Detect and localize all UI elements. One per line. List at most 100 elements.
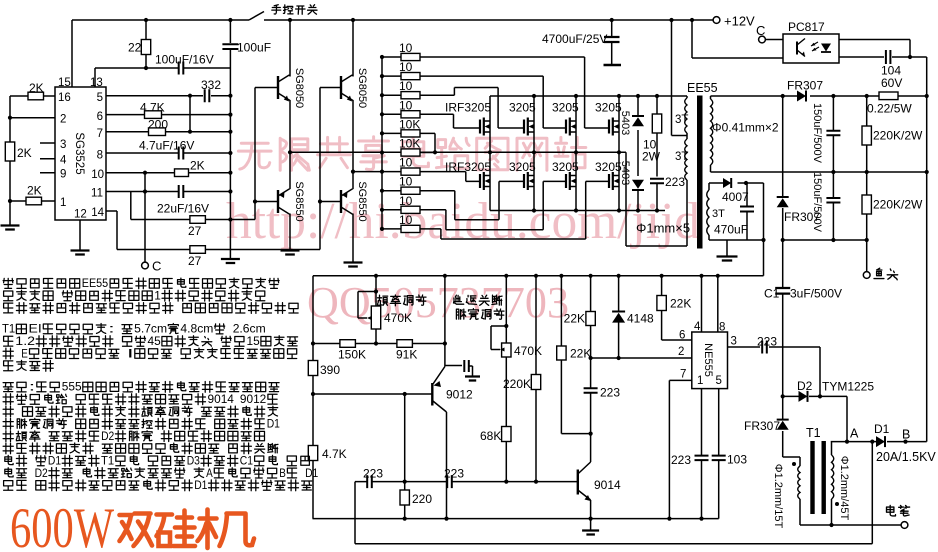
svg-text:FR307: FR307: [744, 419, 780, 433]
svg-text:D1: D1: [48, 454, 61, 468]
svg-text:5: 5: [716, 375, 722, 387]
svg-text:3T: 3T: [675, 151, 688, 163]
svg-text:11: 11: [91, 188, 103, 200]
svg-text:150uF/500V: 150uF/500V: [811, 103, 823, 164]
svg-text:45: 45: [148, 334, 161, 348]
svg-text:555: 555: [62, 380, 82, 394]
svg-text:13: 13: [90, 77, 103, 89]
svg-text::: :: [29, 380, 36, 394]
svg-text:3: 3: [60, 139, 66, 151]
svg-text:104: 104: [881, 64, 901, 78]
svg-text:14: 14: [91, 207, 104, 219]
svg-text:22uF/16V: 22uF/16V: [157, 202, 209, 216]
svg-text:SG3525: SG3525: [73, 132, 85, 174]
svg-text:4: 4: [60, 155, 67, 167]
svg-text:4148: 4148: [627, 312, 654, 326]
svg-text::: :: [108, 322, 115, 336]
svg-text:PC817: PC817: [788, 20, 825, 34]
svg-text:3205: 3205: [509, 160, 536, 174]
svg-text:IRF3205: IRF3205: [445, 101, 491, 115]
svg-text:TYM1225: TYM1225: [822, 380, 874, 394]
svg-text:3: 3: [731, 336, 737, 348]
svg-text:223: 223: [444, 467, 464, 481]
svg-text:A: A: [850, 427, 859, 441]
svg-text:150K: 150K: [338, 348, 366, 362]
svg-text:T1: T1: [2, 322, 15, 336]
svg-text:C: C: [756, 23, 765, 38]
svg-text:22K: 22K: [564, 312, 585, 326]
svg-text:10K: 10K: [399, 117, 420, 131]
svg-text:D2: D2: [101, 429, 114, 443]
svg-text:D2: D2: [35, 466, 48, 480]
svg-text:2: 2: [60, 114, 66, 126]
svg-text:SG8050: SG8050: [293, 68, 305, 108]
svg-text:15: 15: [58, 77, 71, 89]
svg-text:10: 10: [399, 213, 413, 227]
svg-text:D1: D1: [267, 417, 280, 431]
svg-text:27: 27: [188, 224, 202, 238]
svg-text:NE555: NE555: [702, 343, 714, 377]
svg-text:A: A: [206, 466, 213, 480]
svg-text:103: 103: [727, 453, 747, 467]
svg-text:60V: 60V: [881, 76, 902, 90]
svg-text:1: 1: [697, 375, 703, 387]
svg-text:10: 10: [399, 156, 413, 170]
svg-text:470K: 470K: [514, 344, 542, 358]
svg-text:3205: 3205: [552, 101, 579, 115]
svg-text:0.22/5W: 0.22/5W: [867, 102, 912, 116]
svg-text:223: 223: [600, 386, 620, 400]
svg-text:B: B: [279, 466, 286, 480]
svg-text:7: 7: [680, 369, 686, 381]
svg-text:12: 12: [74, 209, 87, 221]
svg-text:QQ505737703: QQ505737703: [307, 278, 569, 327]
svg-text:Φ1mm×5: Φ1mm×5: [636, 221, 690, 236]
svg-text:2K: 2K: [29, 81, 44, 95]
svg-text:6: 6: [97, 111, 103, 123]
svg-text:223: 223: [665, 175, 685, 189]
svg-text:2.6cm: 2.6cm: [233, 322, 266, 336]
svg-text:4700uF/25V: 4700uF/25V: [542, 32, 607, 46]
svg-text:8: 8: [719, 322, 725, 334]
svg-text:1: 1: [60, 197, 66, 209]
svg-text:4.8cm: 4.8cm: [180, 322, 213, 336]
svg-text:3205: 3205: [595, 101, 622, 115]
svg-text:5403: 5403: [619, 111, 631, 135]
svg-text:10: 10: [399, 60, 413, 74]
svg-text:2: 2: [678, 346, 684, 358]
svg-text:100uF: 100uF: [237, 41, 271, 55]
svg-text:EI: EI: [29, 322, 42, 336]
svg-text:FR307: FR307: [784, 210, 820, 224]
svg-text:E: E: [21, 346, 28, 360]
svg-text:D1: D1: [305, 466, 318, 480]
svg-text:C1: C1: [764, 287, 780, 301]
svg-text:Φ1.2mm/45T: Φ1.2mm/45T: [838, 456, 850, 521]
svg-text:223: 223: [671, 453, 691, 467]
svg-text:27: 27: [188, 254, 202, 268]
svg-text:91K: 91K: [396, 348, 417, 362]
svg-text:SG8550: SG8550: [356, 181, 368, 221]
svg-text:3205: 3205: [552, 160, 579, 174]
svg-text:9012: 9012: [240, 392, 267, 406]
svg-text:3uF/500V: 3uF/500V: [790, 287, 842, 301]
svg-text:220: 220: [412, 492, 432, 506]
svg-text:20A/1.5KV: 20A/1.5KV: [876, 450, 936, 464]
svg-text:T1: T1: [101, 454, 114, 468]
svg-text:4: 4: [694, 321, 701, 333]
svg-text:2K: 2K: [27, 184, 42, 198]
svg-text:Φ0.41mm×2: Φ0.41mm×2: [712, 121, 779, 135]
svg-text:16: 16: [58, 92, 71, 104]
svg-text:I: I: [127, 346, 134, 360]
svg-text:D3: D3: [187, 454, 200, 468]
svg-text:FR307: FR307: [787, 79, 823, 93]
svg-text:4.7K: 4.7K: [322, 447, 347, 461]
svg-text:9014: 9014: [208, 392, 235, 406]
svg-text:C: C: [152, 259, 161, 274]
svg-text:2K: 2K: [190, 159, 205, 173]
svg-text:7: 7: [97, 128, 103, 140]
svg-text:22: 22: [128, 41, 142, 55]
svg-text:4.7K: 4.7K: [140, 101, 165, 115]
svg-text:2W: 2W: [642, 150, 661, 164]
svg-text:10K: 10K: [399, 137, 420, 151]
svg-text:4007: 4007: [722, 190, 749, 204]
svg-text:5403: 5403: [619, 161, 631, 185]
